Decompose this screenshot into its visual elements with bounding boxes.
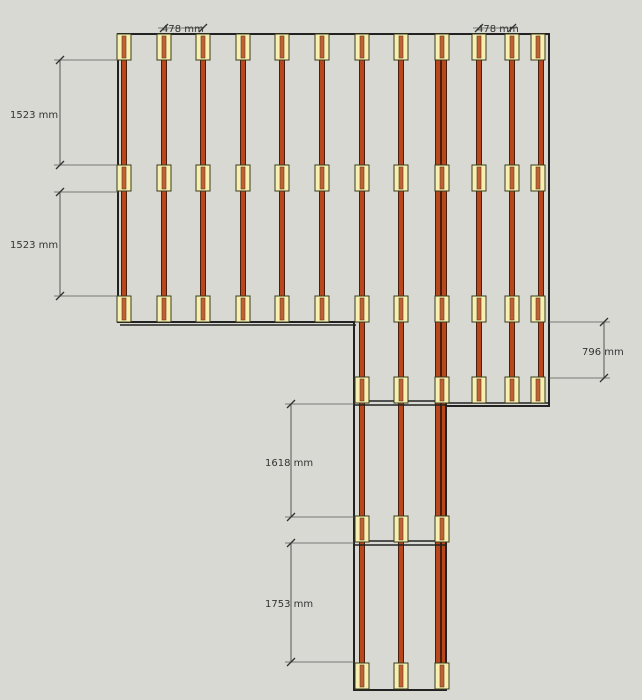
support-block-joist-4 [240, 35, 246, 59]
dim-step-offset-tick-top [599, 317, 609, 327]
support-block-joist-36 [535, 297, 541, 321]
joist-8 [398, 35, 404, 689]
support-block-joist-26 [161, 297, 167, 321]
support-block-joist-15 [200, 166, 206, 190]
dim-top-left-tick-b [198, 23, 208, 33]
support-block-joist-29 [279, 297, 285, 321]
joist-7 [359, 35, 365, 689]
support-block-joist-46 [359, 664, 365, 688]
support-block-joist-41 [509, 378, 515, 402]
dim-lower-span-1-tick-bottom [286, 512, 296, 522]
support-block-joist-16 [240, 166, 246, 190]
support-block-joist-20 [398, 166, 404, 190]
support-block-joist-13 [121, 166, 127, 190]
support-block-joist-24 [535, 166, 541, 190]
dim-lower-span-1-tick-top [286, 399, 296, 409]
support-block-joist-33 [439, 297, 445, 321]
support-block-joist-2 [161, 35, 167, 59]
support-block-joist-39 [439, 378, 445, 402]
dim-top-right-label: 478 mm [477, 24, 519, 35]
dim-top-right-tick-a [474, 23, 484, 33]
support-block-joist-6 [319, 35, 325, 59]
support-block-joist-3 [200, 35, 206, 59]
support-block-joist-7 [359, 35, 365, 59]
support-block-joist-21 [439, 166, 445, 190]
dim-top-right-tick-b [507, 23, 517, 33]
joists [121, 35, 544, 689]
dim-upper-span-2-label: 1523 mm [10, 240, 58, 251]
support-block-joist-11 [509, 35, 515, 59]
joist-11 [476, 35, 482, 404]
joist-12 [509, 35, 515, 404]
support-block-joist-34 [476, 297, 482, 321]
support-block-joist-35 [509, 297, 515, 321]
support-block-joist-43 [359, 517, 365, 541]
joist-9 [435, 35, 441, 689]
support-block-joist-1 [121, 35, 127, 59]
dim-upper-span-1-label: 1523 mm [10, 110, 58, 121]
support-block-joist-9 [439, 35, 445, 59]
dim-lower-span-1-label: 1618 mm [265, 458, 313, 469]
support-block-joist-12 [535, 35, 541, 59]
support-block-joist-45 [439, 517, 445, 541]
dim-upper-span-2-tick-top [55, 187, 65, 197]
dim-step-offset-label: 796 mm [582, 347, 624, 358]
support-block-joist-31 [359, 297, 365, 321]
dim-top-left-label: 478 mm [162, 24, 204, 35]
support-block-joist-23 [509, 166, 515, 190]
support-block-joist-48 [439, 664, 445, 688]
dim-upper-span-1-tick-top [55, 55, 65, 65]
support-block-joist-19 [359, 166, 365, 190]
joist-13 [538, 35, 544, 404]
support-block-joist-22 [476, 166, 482, 190]
support-block-joist-32 [398, 297, 404, 321]
support-block-joist-17 [279, 166, 285, 190]
support-block-joist-30 [319, 297, 325, 321]
support-block-joist-18 [319, 166, 325, 190]
support-block-joist-44 [398, 517, 404, 541]
dim-lower-span-2-tick-bottom [286, 657, 296, 667]
dim-upper-span-2-tick-bottom [55, 291, 65, 301]
dim-lower-span-2-tick-top [286, 538, 296, 548]
support-block-joist-38 [398, 378, 404, 402]
support-block-joist-10 [476, 35, 482, 59]
dim-lower-span-2-label: 1753 mm [265, 599, 313, 610]
dim-top-left-tick-a [159, 23, 169, 33]
outline-perimeter [117, 33, 550, 691]
dimension-lines [54, 23, 610, 667]
support-block-joist-25 [121, 297, 127, 321]
dim-step-offset-tick-bottom [599, 373, 609, 383]
support-block-joist-40 [476, 378, 482, 402]
support-block-joist-28 [240, 297, 246, 321]
support-block-joist-14 [161, 166, 167, 190]
support-block-joist-47 [398, 664, 404, 688]
support-block-joist-8 [398, 35, 404, 59]
support-block-joist-42 [535, 378, 541, 402]
support-blocks [116, 33, 546, 690]
support-block-joist-5 [279, 35, 285, 59]
dim-upper-span-1-tick-bottom [55, 160, 65, 170]
support-block-joist-27 [200, 297, 206, 321]
frame-outline [117, 33, 550, 691]
support-block-joist-37 [359, 378, 365, 402]
